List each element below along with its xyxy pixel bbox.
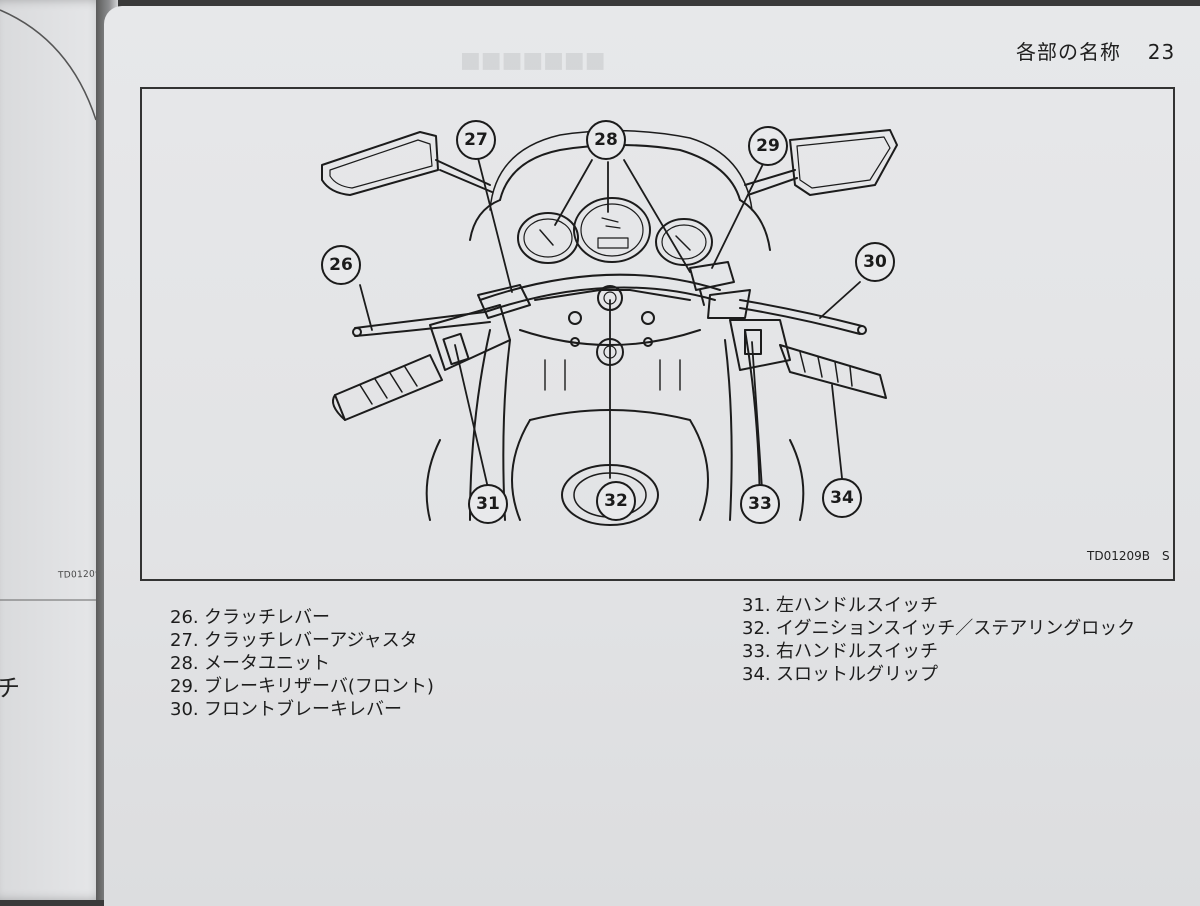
manual-page [104,6,1200,906]
figure-frame [140,87,1175,581]
previous-page-text-fragment: チ [0,674,20,702]
legend-item: 29.ブレーキリザーバ(フロント) [170,676,434,697]
legend-item: 34.スロットルグリップ [742,664,938,685]
legend-item: 32.イグニションスイッチ／ステアリングロック [742,618,1136,639]
page-header: 各部の名称 23 [1016,36,1175,65]
left-controls [332,284,531,421]
page-number: 23 [1147,40,1176,64]
previous-page-edge: TD01209B チ [0,0,110,900]
legend-item: 26.クラッチレバー [170,607,330,628]
callout-27: 27 [456,120,496,160]
callout-31: 31 [468,484,508,524]
callout-34: 34 [822,478,862,518]
callout-28: 28 [586,120,626,160]
callout-29: 29 [748,126,788,166]
legend-left: 26.クラッチレバー 27.クラッチレバーアジャスタ 28.メータユニット 29… [170,606,434,721]
callout-32: 32 [596,481,636,521]
left-mirror [321,131,493,196]
page-curl-lines [0,9,97,601]
callout-33: 33 [740,484,780,524]
legend-right: 31.左ハンドルスイッチ 32.イグニションスイッチ／ステアリングロック 33.… [742,594,1135,686]
handlebar [479,273,721,366]
meter-unit [517,197,713,266]
leader-lines [359,157,861,489]
legend-item: 30.フロントブレーキレバー [170,699,402,720]
legend-item: 28.メータユニット [170,653,330,674]
section-title: 各部の名称 [1016,40,1121,64]
callout-30: 30 [855,242,895,282]
legend-item: 31.左ハンドルスイッチ [742,595,938,616]
callout-26: 26 [321,245,361,285]
right-controls [707,289,887,399]
legend-item: 33.右ハンドルスイッチ [742,641,938,662]
bleed-through-text: ■■■■■■■ [460,48,606,73]
figure-code: TD01209B S [1087,549,1170,563]
legend-item: 27.クラッチレバーアジャスタ [170,630,418,651]
